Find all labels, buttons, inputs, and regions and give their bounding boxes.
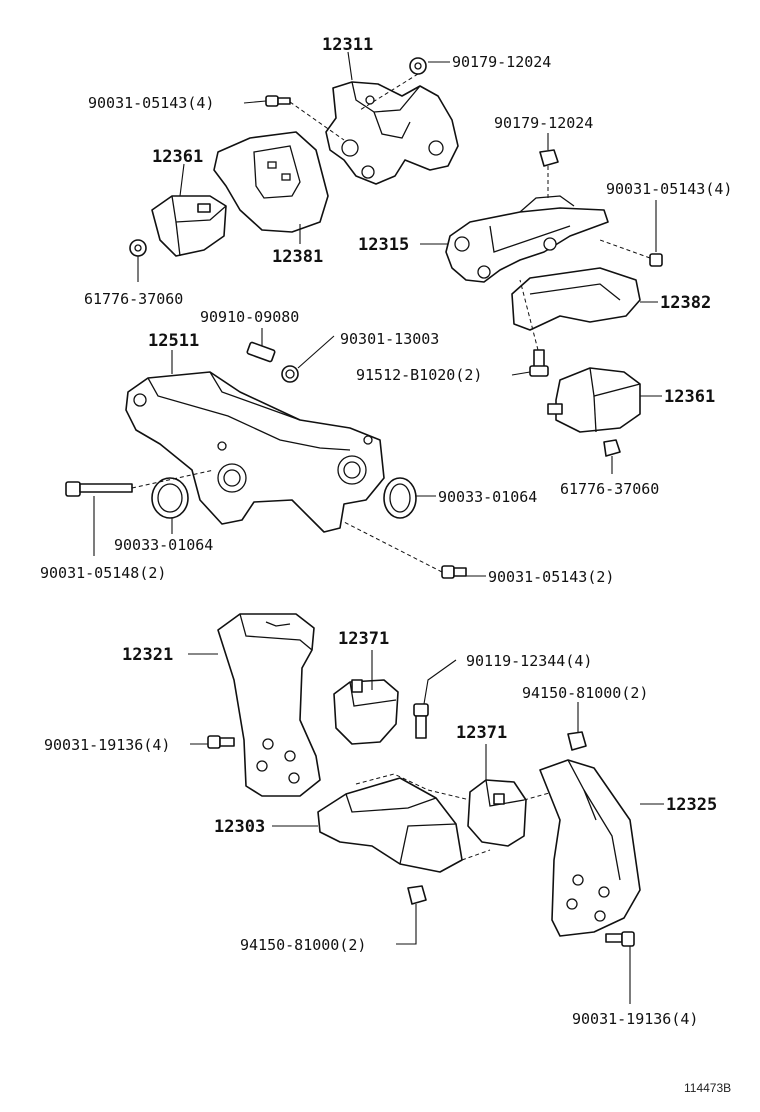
bolt-91512 (529, 349, 549, 377)
bracket-12325 (539, 759, 641, 937)
label-12325: 12325 (666, 795, 717, 815)
label-90033-01064-left: 90033-01064 (114, 536, 213, 554)
leader-lines (93, 51, 664, 1004)
label-90119-12344: 90119-12344(4) (466, 652, 592, 670)
part-labels: 12311 90179-12024 90031-05143(4) 12361 1… (40, 35, 732, 1095)
label-90031-05143-top: 90031-05143(4) (88, 94, 214, 112)
mount-12371-left (333, 679, 399, 745)
bolt-90031-05143-bot (441, 565, 467, 579)
label-90033-01064-right: 90033-01064 (438, 488, 537, 506)
label-12315: 12315 (358, 235, 409, 255)
nut-90179-mid (539, 149, 559, 167)
nut-90179-top (409, 57, 427, 75)
bolt-90031-05148 (65, 481, 133, 497)
nut-94150-top (567, 731, 587, 751)
label-12361-mid: 12361 (664, 387, 715, 407)
label-90179-12024-mid: 90179-12024 (494, 114, 593, 132)
nut-61776-top (129, 239, 147, 257)
washer-90301 (281, 365, 299, 383)
bolt-90031-05143-top (265, 95, 291, 107)
label-94150-81000-top: 94150-81000(2) (522, 684, 648, 702)
mount-12361-top (151, 195, 227, 257)
bolt-90031-19136-right (605, 931, 635, 947)
bracket-12321 (217, 613, 321, 797)
bracket-12311 (325, 81, 459, 185)
mount-12371-right (467, 779, 527, 847)
label-90031-05143-mid: 90031-05143(4) (606, 180, 732, 198)
label-12303: 12303 (214, 817, 265, 837)
stud-90910 (246, 341, 276, 363)
label-12381: 12381 (272, 247, 323, 267)
label-61776-37060-top: 61776-37060 (84, 290, 183, 308)
label-90301-13003: 90301-13003 (340, 330, 439, 348)
label-90031-19136-left: 90031-19136(4) (44, 736, 170, 754)
bracket-12303 (317, 777, 463, 873)
bracket-12511 (125, 371, 385, 533)
nut-94150-bot (407, 885, 427, 905)
diagram-reference-code: 114473B (684, 1081, 731, 1095)
label-61776-37060-mid: 61776-37060 (560, 480, 659, 498)
washer-90033-right (383, 477, 417, 519)
label-12361-top: 12361 (152, 147, 203, 167)
cover-12381 (213, 131, 329, 233)
bolt-90119 (413, 703, 429, 739)
label-90031-05148: 90031-05148(2) (40, 564, 166, 582)
label-12321: 12321 (122, 645, 173, 665)
nut-61776-mid (603, 439, 621, 457)
cover-12382 (511, 267, 641, 331)
bracket-12315 (445, 195, 609, 283)
label-12311: 12311 (322, 35, 373, 55)
washer-90033-left (151, 477, 189, 519)
label-90031-05143-bot: 90031-05143(2) (488, 568, 614, 586)
label-91512-b1020: 91512-B1020(2) (356, 366, 482, 384)
label-12371-left: 12371 (338, 629, 389, 649)
bolt-90031-05143-mid (599, 239, 663, 267)
label-12511: 12511 (148, 331, 199, 351)
label-90031-19136-right: 90031-19136(4) (572, 1010, 698, 1028)
label-94150-81000-bot: 94150-81000(2) (240, 936, 366, 954)
label-90910-09080: 90910-09080 (200, 308, 299, 326)
mount-12361-mid (547, 367, 641, 433)
bolt-90031-19136-left (207, 735, 235, 749)
label-90179-12024-top: 90179-12024 (452, 53, 551, 71)
label-12371-right: 12371 (456, 723, 507, 743)
label-12382: 12382 (660, 293, 711, 313)
